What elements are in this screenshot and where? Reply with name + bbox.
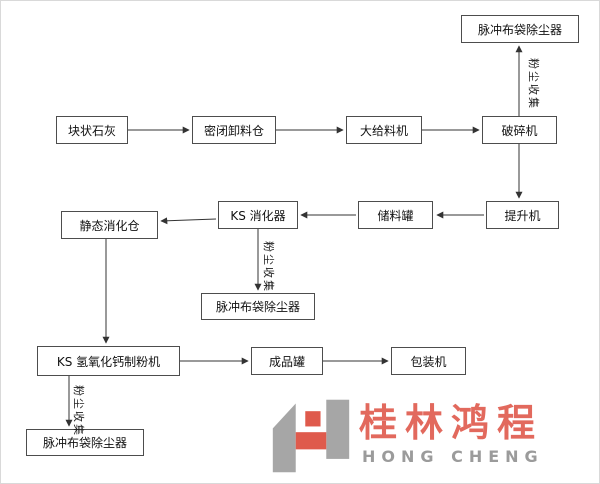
node-label: 破碎机: [501, 123, 538, 138]
brand-name-chinese: 桂林鸿程: [359, 401, 544, 445]
node-large-feeder: 大给料机: [346, 116, 422, 144]
node-label: KS 消化器: [230, 208, 286, 223]
node-label: 块状石灰: [67, 123, 116, 138]
node-label: 成品罐: [268, 354, 305, 369]
node-ks-digester: KS 消化器: [218, 201, 298, 229]
node-packing-machine: 包装机: [391, 347, 466, 375]
arrow-digester-to-static: [160, 217, 217, 225]
node-label: 脉冲布袋除尘器: [42, 436, 127, 450]
node-label: 脉冲布袋除尘器: [477, 22, 562, 37]
node-sealed-discharge-bin: 密闭卸料仓: [192, 116, 276, 144]
node-storage-tank: 储料罐: [358, 201, 433, 229]
node-elevator: 提升机: [486, 201, 559, 229]
node-label: 提升机: [504, 208, 541, 223]
node-dust-collector-bottom: 脉冲布袋除尘器: [26, 429, 144, 456]
node-label: KS 氢氧化钙制粉机: [56, 354, 161, 369]
hongcheng-logo-mark: [272, 399, 350, 473]
node-label: 储料罐: [377, 208, 414, 223]
node-static-digestion-bin: 静态消化仓: [61, 211, 158, 239]
node-dust-collector-mid: 脉冲布袋除尘器: [201, 293, 315, 320]
edge-label-dust-collect-top: 粉尘收集: [527, 58, 540, 110]
node-label: 大给料机: [359, 123, 408, 138]
node-label: 静态消化仓: [79, 218, 140, 233]
edge-label-dust-collect-bottom: 粉尘收集: [72, 385, 85, 437]
edge-label-dust-collect-mid: 粉尘收集: [262, 241, 275, 293]
node-crusher: 破碎机: [482, 116, 557, 144]
node-ks-calcium-mill: KS 氢氧化钙制粉机: [37, 346, 180, 376]
node-finished-product-tank: 成品罐: [251, 347, 323, 375]
node-label: 包装机: [410, 354, 447, 369]
node-lump-lime: 块状石灰: [56, 116, 128, 144]
node-label: 密闭卸料仓: [203, 123, 264, 138]
node-dust-collector-top: 脉冲布袋除尘器: [461, 15, 579, 43]
node-label: 脉冲布袋除尘器: [215, 300, 300, 314]
brand-name-english: HONG CHENG: [362, 447, 544, 466]
